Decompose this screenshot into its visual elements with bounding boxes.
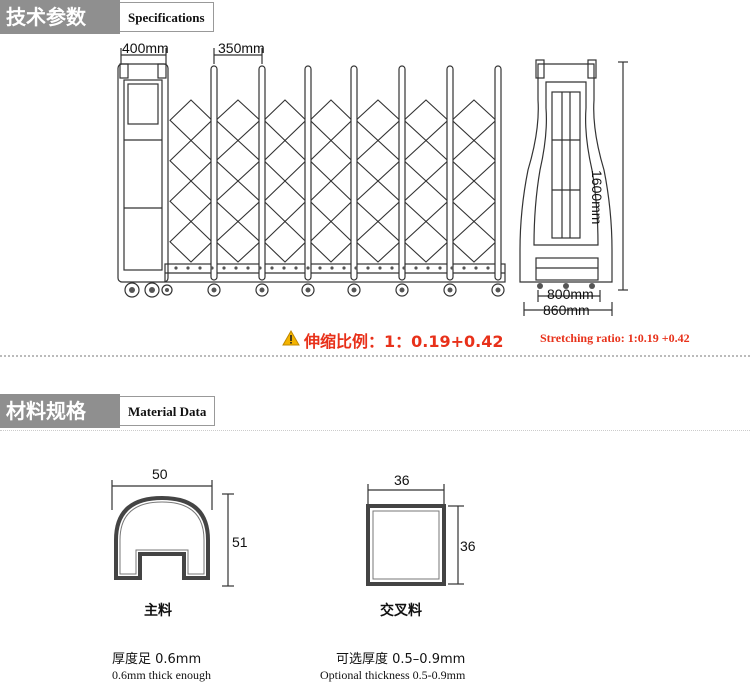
section-divider-2 (0, 430, 750, 431)
scissor-link (169, 99, 213, 142)
rail-bolt (258, 266, 262, 270)
scissor-link (355, 180, 401, 223)
rail-bolt (234, 266, 238, 270)
scissor-link (355, 139, 401, 182)
scissor-link (263, 220, 307, 263)
scissor-link (263, 180, 307, 223)
rail-bolt (306, 266, 310, 270)
wheel-hub (305, 287, 311, 293)
rail-bolt (474, 266, 478, 270)
rail-bolt (402, 266, 406, 270)
main-profile-width: 50 (152, 466, 168, 482)
rail-bolt (210, 266, 214, 270)
dim-860mm: 860mm (543, 302, 590, 318)
rail-bolt (330, 266, 334, 270)
wheel-hub (259, 287, 265, 293)
scissor-link (309, 180, 353, 223)
scissor-link (309, 139, 353, 182)
wheel-hub (351, 287, 357, 293)
scissor-link (309, 220, 353, 263)
scissor-link (263, 139, 307, 182)
rail-bolt (354, 266, 358, 270)
cross-profile-width: 36 (394, 472, 410, 488)
scissor-link (355, 99, 401, 142)
scissor-link (451, 99, 497, 142)
scissor-link (169, 220, 213, 263)
gate-post (446, 65, 454, 281)
rail-bolt (282, 266, 286, 270)
cross-thickness-cn: 可选厚度 0.5–0.9mm (336, 652, 466, 667)
rail-bolt (366, 266, 370, 270)
cross-profile-height: 36 (460, 538, 476, 554)
scissor-link (309, 99, 353, 142)
gate-post (258, 65, 266, 281)
scissor-link (169, 180, 213, 223)
stretching-ratio-cn: 伸缩比例：1：0.19+0.42 (304, 332, 504, 351)
scissor-link (451, 180, 497, 223)
wheel-hub (447, 287, 453, 293)
gate-post (210, 65, 218, 281)
material-title-en: Material Data (120, 396, 216, 426)
rail-bolt (426, 266, 430, 270)
wheel-hub (399, 287, 405, 293)
rail-bolt (198, 266, 202, 270)
scissor-link (355, 220, 401, 263)
gate-diagram (117, 48, 628, 316)
scissor-link (215, 99, 261, 142)
scissor-link (451, 139, 497, 182)
wheel-hub (211, 287, 217, 293)
scissor-link (215, 220, 261, 263)
rail-bolt (294, 266, 298, 270)
gate-post (304, 65, 312, 281)
main-thickness-cn: 厚度足 0.6mm (112, 652, 202, 667)
main-profile-height: 51 (232, 534, 248, 550)
wheel-hub (495, 287, 501, 293)
rail-bolt (414, 266, 418, 270)
main-profile-name: 主料 (144, 603, 172, 619)
scissor-link (403, 220, 449, 263)
rail-bolt (270, 266, 274, 270)
rail-bolt (342, 266, 346, 270)
specifications-title-cn: 技术参数 (0, 0, 120, 34)
scissor-link (403, 139, 449, 182)
material-title-cn: 材料规格 (0, 394, 120, 428)
dim-400mm: 400mm (122, 40, 169, 56)
specifications-title-en: Specifications (120, 2, 214, 32)
scissor-link (215, 180, 261, 223)
rail-bolt (186, 266, 190, 270)
rail-bolt (246, 266, 250, 270)
rail-bolt (318, 266, 322, 270)
rail-bolt (438, 266, 442, 270)
cross-profile-name: 交叉料 (380, 603, 422, 619)
rail-bolt (486, 266, 490, 270)
rail-bolt (462, 266, 466, 270)
rail-bolt (174, 266, 178, 270)
scissor-link (263, 99, 307, 142)
warning-icon (282, 330, 300, 346)
dim-1600mm: 1600mm (589, 170, 605, 225)
gate-post (494, 65, 502, 281)
scissor-link (215, 139, 261, 182)
dim-800mm: 800mm (547, 286, 594, 302)
main-thickness-en: 0.6mm thick enough (112, 668, 211, 682)
scissor-link (169, 139, 213, 182)
rail-bolt (450, 266, 454, 270)
gate-post (398, 65, 406, 281)
rail-bolt (222, 266, 226, 270)
cross-thickness-en: Optional thickness 0.5-0.9mm (320, 668, 466, 682)
gate-post (350, 65, 358, 281)
scissor-link (403, 99, 449, 142)
rail-bolt (378, 266, 382, 270)
rail-bolt (390, 266, 394, 270)
stretching-ratio-en: Stretching ratio: 1:0.19 +0.42 (540, 331, 690, 345)
scissor-link (403, 180, 449, 223)
section-divider (0, 355, 750, 357)
dim-350mm: 350mm (218, 40, 265, 56)
scissor-link (451, 220, 497, 263)
